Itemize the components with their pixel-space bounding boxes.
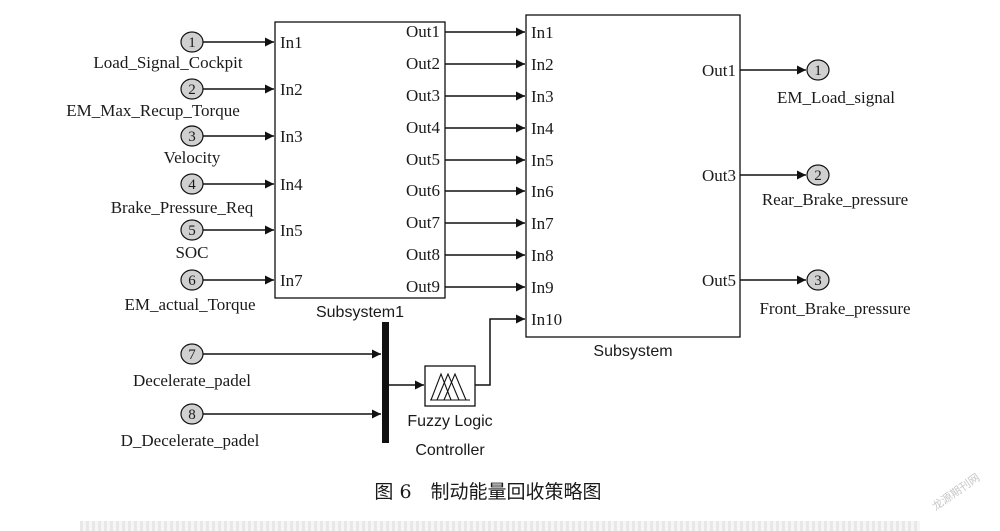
subsystem-in-label: In8 xyxy=(531,246,554,265)
inport-5[interactable]: 5 SOC xyxy=(175,219,274,262)
outport-3[interactable]: 3 Front_Brake_pressure xyxy=(740,269,911,318)
subsystem1-in-label: In3 xyxy=(280,127,303,146)
fuzzy-logic-controller-block[interactable] xyxy=(424,365,476,407)
subsystem1-out-label: Out5 xyxy=(406,150,440,169)
page-edge-strip xyxy=(80,521,920,531)
inport-label: EM_actual_Torque xyxy=(125,295,256,314)
figure-caption: 图 6 制动能量回收策略图 xyxy=(374,481,601,503)
inport-number: 2 xyxy=(188,82,196,98)
subsystem1-block[interactable]: In1 In2 In3 In4 In5 In7 Out1 Out2 Out3 O… xyxy=(274,21,446,299)
inport-number: 3 xyxy=(188,129,196,145)
inport-number: 6 xyxy=(188,273,196,289)
inport-label: Velocity xyxy=(164,148,221,167)
subsystem1-to-subsystem-wires xyxy=(445,27,525,292)
inport-number: 4 xyxy=(188,177,196,193)
outport-number: 2 xyxy=(814,168,822,184)
inport-label: EM_Max_Recup_Torque xyxy=(66,101,240,120)
subsystem-in-label: In10 xyxy=(531,310,562,329)
inport-2[interactable]: 2 EM_Max_Recup_Torque xyxy=(66,78,274,120)
outport-label: Rear_Brake_pressure xyxy=(762,190,908,209)
inport-4[interactable]: 4 Brake_Pressure_Req xyxy=(111,173,274,217)
subsystem1-in-label: In4 xyxy=(280,175,303,194)
inport-number: 1 xyxy=(188,35,196,51)
inport-label: Decelerate_padel xyxy=(133,371,251,390)
outport-2[interactable]: 2 Rear_Brake_pressure xyxy=(740,164,908,209)
mux-block[interactable] xyxy=(382,322,389,443)
fuzzy-to-subsystem-wire xyxy=(475,314,525,386)
inport-number: 7 xyxy=(188,347,196,363)
inport-7[interactable]: 7 Decelerate_padel xyxy=(133,343,381,390)
subsystem-in-label: In5 xyxy=(531,151,554,170)
inport-6[interactable]: 6 EM_actual_Torque xyxy=(125,269,275,314)
subsystem-in-label: In9 xyxy=(531,278,554,297)
inport-number: 8 xyxy=(188,407,196,423)
outport-label: EM_Load_signal xyxy=(777,88,895,107)
subsystem1-name: Subsystem1 xyxy=(316,304,404,321)
inport-3[interactable]: 3 Velocity xyxy=(164,125,274,167)
subsystem1-out-label: Out8 xyxy=(406,245,440,264)
subsystem-in-label: In2 xyxy=(531,55,554,74)
subsystem-out-label: Out5 xyxy=(702,271,736,290)
membership-function-icon xyxy=(430,372,470,401)
subsystem1-out-label: Out3 xyxy=(406,86,440,105)
inport-label: SOC xyxy=(175,243,208,262)
subsystem1-out-label: Out2 xyxy=(406,54,440,73)
fuzzy-name-line1: Fuzzy Logic xyxy=(407,413,492,430)
subsystem1-out-label: Out6 xyxy=(406,181,440,200)
subsystem-out-label: Out3 xyxy=(702,166,736,185)
outport-number: 1 xyxy=(814,63,822,79)
subsystem-in-label: In3 xyxy=(531,87,554,106)
subsystem-in-label: In4 xyxy=(531,119,554,138)
subsystem-in-label: In7 xyxy=(531,214,554,233)
subsystem1-out-label: Out1 xyxy=(406,22,440,41)
inport-8[interactable]: 8 D_Decelerate_padel xyxy=(121,403,381,450)
inport-number: 5 xyxy=(188,223,196,239)
subsystem1-in-label: In5 xyxy=(280,221,303,240)
subsystem1-out-label: Out9 xyxy=(406,277,440,296)
outport-number: 3 xyxy=(814,273,822,289)
subsystem1-out-label: Out7 xyxy=(406,213,441,232)
outport-1[interactable]: 1 EM_Load_signal xyxy=(740,59,895,107)
inport-1[interactable]: 1 Load_Signal_Cockpit xyxy=(93,31,274,72)
subsystem-out-label: Out1 xyxy=(702,61,736,80)
subsystem-in-label: In6 xyxy=(531,182,554,201)
subsystem-name: Subsystem xyxy=(593,343,672,360)
subsystem1-out-label: Out4 xyxy=(406,118,441,137)
subsystem1-in-label: In1 xyxy=(280,33,303,52)
subsystem-block[interactable]: In1 In2 In3 In4 In5 In6 In7 In8 In9 In10… xyxy=(525,14,741,338)
inport-label: Brake_Pressure_Req xyxy=(111,198,254,217)
outport-label: Front_Brake_pressure xyxy=(759,299,910,318)
subsystem1-in-label: In2 xyxy=(280,80,303,99)
subsystem-in-label: In1 xyxy=(531,23,554,42)
inport-label: Load_Signal_Cockpit xyxy=(93,53,242,72)
fuzzy-name-line2: Controller xyxy=(415,442,485,459)
inport-label: D_Decelerate_padel xyxy=(121,431,260,450)
watermark: 龙源期刊网 xyxy=(929,470,982,513)
subsystem1-in-label: In7 xyxy=(280,271,303,290)
